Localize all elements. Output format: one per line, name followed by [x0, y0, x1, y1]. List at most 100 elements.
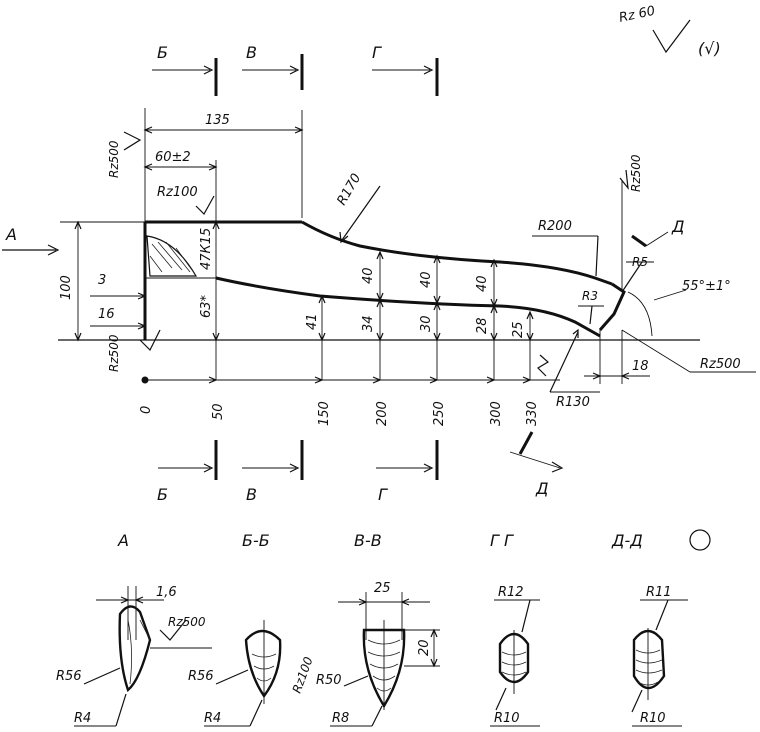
part-contour: А	[2, 220, 700, 341]
arrow-right-icon	[423, 463, 434, 473]
r3-label: R3	[582, 289, 598, 303]
c-dim-25: 25	[374, 581, 391, 596]
left-dimensions: 100 3 16 Rz500 47К15 63*	[59, 220, 220, 380]
h-40-b: 40	[419, 271, 434, 288]
c-r50: R50	[316, 673, 342, 688]
roughness-check-icon	[652, 19, 691, 54]
view-arrow-icon	[47, 244, 60, 256]
arrow-right-icon	[203, 463, 214, 473]
arrow-right-icon	[289, 65, 300, 75]
e-r11: R11	[646, 585, 672, 600]
detail-view-a: 1,6 Rz500 R56 R4	[56, 585, 212, 727]
h-28: 28	[475, 317, 490, 334]
dim-60: 60±2	[155, 150, 191, 165]
axis-250: 250	[432, 401, 447, 426]
section-markers-bottom: Б В Г Д	[157, 431, 564, 504]
rz500-bottom-label: Rz500	[700, 357, 741, 372]
axis-50: 50	[211, 403, 226, 420]
dim-63: 63*	[199, 294, 214, 318]
h-25: 25	[511, 321, 526, 338]
dim-16: 16	[98, 307, 115, 322]
axis-300: 300	[489, 401, 504, 426]
section-v-bottom-label: В	[246, 485, 257, 504]
arrow-right-icon	[423, 65, 434, 75]
h-40-a: 40	[361, 267, 376, 284]
view-a-label: А	[5, 225, 17, 244]
a-r4: R4	[74, 711, 91, 726]
section-titles: А Б-Б В-В Г Г Д-Д	[117, 529, 711, 551]
bead-section-g	[498, 632, 530, 684]
angle-label: 55°±1°	[682, 279, 731, 294]
axis-200: 200	[375, 401, 390, 426]
bead-section-d	[632, 629, 666, 690]
section-b-bottom-label: Б	[157, 485, 168, 504]
b-rz100: Rz100	[290, 655, 316, 695]
axis-330: 330	[525, 401, 540, 426]
r200-label: R200	[538, 219, 572, 234]
section-v-top-label: В	[246, 43, 257, 62]
h-30: 30	[419, 315, 434, 332]
c-dim-20: 20	[417, 639, 432, 656]
axis-0: 0	[139, 406, 154, 414]
view-d-label: Д	[671, 217, 685, 236]
section-markers-top: Б В Г	[152, 43, 439, 96]
d-r10: R10	[494, 711, 520, 726]
h-41: 41	[305, 313, 320, 330]
detail-section-gg: R12 R10	[490, 585, 540, 727]
title-section-gg: Г Г	[490, 531, 514, 550]
h-40-c: 40	[475, 275, 490, 292]
rz500-right-label: Rz500	[629, 154, 643, 192]
bead-section-b	[244, 629, 282, 699]
d-r12: R12	[498, 585, 524, 600]
detail-section-vv: 25 20 R50 R8	[316, 581, 440, 727]
b-r4: R4	[204, 711, 221, 726]
tip-edge	[598, 282, 626, 331]
arrow-right-icon	[203, 65, 214, 75]
title-section-vv: В-В	[354, 531, 382, 550]
right-annotations: R170 R200 Rz500 Д R5 55°±1° R3 18 Rz500	[334, 154, 756, 410]
rz500-top-label: Rz500	[107, 140, 121, 178]
top-dimensions: 135 60±2 Rz500 Rz100	[107, 108, 304, 222]
section-g-bottom-label: Г	[378, 485, 388, 504]
general-roughness-paren: (√)	[698, 39, 721, 58]
e-r10: R10	[640, 711, 666, 726]
h-34: 34	[361, 315, 376, 332]
dim-3: 3	[98, 273, 106, 288]
detail-section-bb: Rz100 R56 R4	[188, 620, 316, 727]
title-section-dd: Д-Д	[611, 531, 643, 550]
c-r8: R8	[332, 711, 349, 726]
dim-100: 100	[59, 275, 74, 300]
r130-label: R130	[556, 395, 590, 410]
station-axis: 0 50 150 200 250 300 330	[139, 354, 560, 426]
title-section-bb: Б-Б	[242, 531, 270, 550]
a-rz500: Rz500	[168, 615, 206, 629]
station-dimensions: 41 40 34 40 30 40 28 25	[305, 250, 534, 380]
upper-profile	[301, 220, 613, 286]
detail-section-dd: R11 R10	[631, 585, 688, 727]
title-view-a: А	[117, 531, 129, 550]
b-r56: R56	[188, 669, 214, 684]
section-d-cut-bottom	[518, 431, 534, 455]
arrow-right-icon	[289, 463, 300, 473]
dim-18: 18	[632, 359, 649, 374]
general-roughness: Rz 60 (√)	[618, 4, 721, 58]
a-dim-1-6: 1,6	[156, 585, 177, 600]
axis-150: 150	[317, 401, 332, 426]
a-r56: R56	[56, 669, 82, 684]
rotated-view-icon	[689, 529, 711, 551]
bead-section-a	[118, 605, 152, 693]
rz500-left-label: Rz500	[107, 334, 121, 372]
section-g-top-label: Г	[372, 43, 382, 62]
weld-zone	[146, 235, 198, 277]
section-b-top-label: Б	[157, 43, 168, 62]
dim-135: 135	[205, 113, 230, 128]
lower-profile	[215, 276, 601, 338]
r170-label: R170	[334, 171, 364, 208]
rz100-label: Rz100	[157, 185, 198, 200]
break-symbol	[537, 354, 550, 377]
section-d-cut	[631, 234, 647, 248]
view-d-bottom-label: Д	[535, 479, 549, 498]
general-roughness-value: Rz 60	[618, 4, 657, 26]
dim-47: 47К15	[199, 228, 214, 270]
